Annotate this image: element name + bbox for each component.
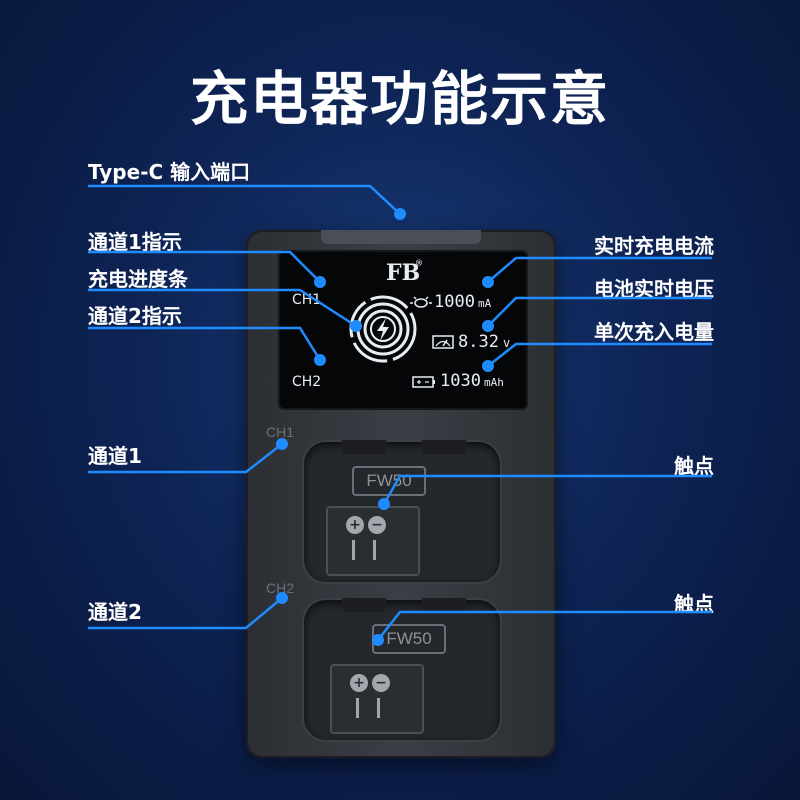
slot1-label: CH1	[266, 424, 295, 440]
contact-pins-2	[356, 698, 380, 718]
voltage-value: 8.32	[458, 332, 499, 352]
battery-slot-1: FW50 + −	[304, 440, 500, 582]
capacity-unit: mAh	[484, 376, 504, 389]
contacts-2: + −	[330, 664, 424, 734]
current-value: 1000	[434, 292, 475, 312]
page-title: 充电器功能示意	[189, 65, 610, 133]
label-channel2: 通道2	[88, 600, 142, 624]
label-channel1: 通道1	[88, 444, 142, 468]
capacity-value: 1030	[440, 371, 481, 391]
label-single-charge: 单次充入电量	[594, 320, 714, 344]
battery-slot-2: FW50 + −	[304, 598, 500, 740]
brand-reg-mark: ®	[416, 258, 423, 269]
label-ch2-indicator: 通道2指示	[88, 304, 182, 328]
minus-icon: −	[372, 674, 390, 692]
brand-logo: FB	[386, 260, 421, 286]
label-realtime-current: 实时充电电流	[594, 234, 714, 258]
slot2-label: CH2	[266, 580, 295, 596]
plus-icon: +	[350, 674, 368, 692]
sun-icon	[410, 296, 432, 308]
type-c-port	[321, 230, 481, 244]
ch2-indicator: CH2	[292, 374, 322, 390]
label-ch1-indicator: 通道1指示	[88, 230, 182, 254]
contact-pins-1	[352, 540, 376, 560]
contacts-1: + −	[326, 506, 420, 576]
label-type-c: Type-C 输入端口	[88, 160, 251, 184]
minus-icon: −	[368, 516, 386, 534]
current-unit: mA	[478, 297, 492, 310]
label-progress-bar: 充电进度条	[88, 267, 188, 291]
ch1-indicator: CH1	[292, 292, 322, 308]
label-contact-1: 触点	[674, 454, 714, 478]
plus-icon: +	[346, 516, 364, 534]
battery-icon	[412, 376, 435, 388]
gauge-icon	[432, 335, 454, 349]
charger-device: FB ® CH1 CH2 1000 mA 8.32 v	[246, 230, 556, 758]
voltage-unit: v	[503, 336, 511, 350]
